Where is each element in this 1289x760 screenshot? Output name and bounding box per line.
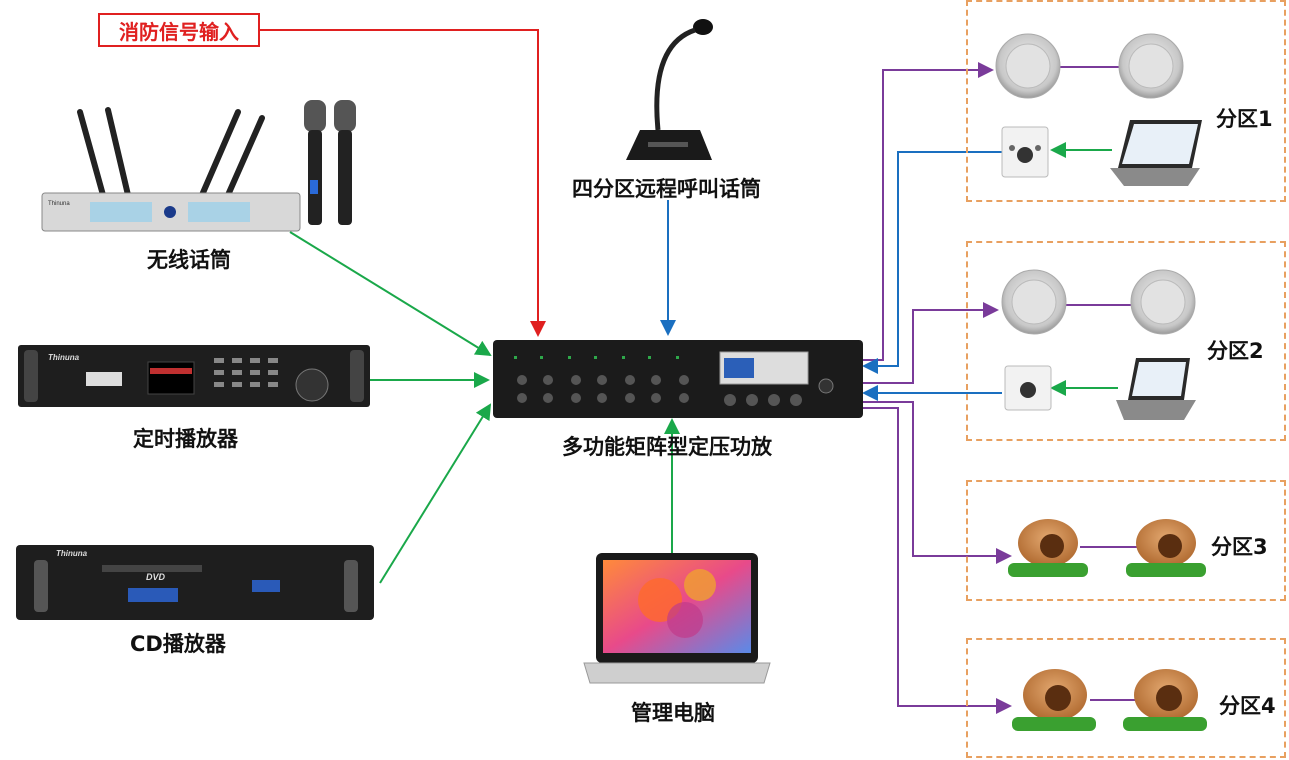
- zone1-control-line: [862, 151, 1002, 374]
- amplifier-label: 多功能矩阵型定压功放: [562, 435, 772, 459]
- zone4-box: [966, 638, 1286, 758]
- zone1-box: [966, 0, 1286, 202]
- zone4-label: 分区4: [1219, 694, 1276, 718]
- wireless-mic-line: [289, 231, 492, 357]
- svg-text:Thinuna: Thinuna: [56, 549, 88, 558]
- wireless-receiver-icon: Thinuna: [41, 107, 301, 232]
- zone3-rock-speaker-icon: [1008, 519, 1206, 577]
- paging-mic-icon: [626, 19, 713, 160]
- zone2-ceiling-speaker-icon: [1001, 269, 1196, 335]
- zone2-box: [966, 241, 1286, 441]
- matrix-amplifier-icon: [493, 340, 863, 418]
- handheld-mic-icon: [304, 100, 356, 225]
- laptop-icon: [583, 553, 771, 684]
- zone3-label: 分区3: [1211, 535, 1268, 559]
- zone2-laptop-icon: [1116, 358, 1196, 420]
- zone1-control-panel-icon: [1001, 126, 1049, 178]
- timer-player-icon: Thinuna: [18, 345, 370, 407]
- zone2-label: 分区2: [1207, 339, 1264, 363]
- zone2-control-panel-icon: [1004, 365, 1052, 411]
- fire-signal-label: 消防信号输入: [98, 13, 260, 47]
- zone1-ceiling-speaker-icon: [995, 33, 1184, 99]
- zone1-label: 分区1: [1216, 107, 1273, 131]
- cd-player-label: CD播放器: [130, 632, 226, 656]
- wireless-mic-label: 无线话筒: [147, 248, 231, 272]
- timer-player-label: 定时播放器: [133, 427, 238, 451]
- computer-label: 管理电脑: [631, 701, 715, 725]
- zone4-rock-speaker-icon: [1012, 669, 1207, 731]
- svg-text:DVD: DVD: [146, 572, 166, 582]
- fire-signal-line: [260, 29, 546, 337]
- zone3-speaker-line: [862, 401, 1012, 564]
- paging-mic-label: 四分区远程呼叫话筒: [572, 177, 761, 201]
- zone2-speaker-line: [862, 302, 999, 384]
- svg-text:Thinuna: Thinuna: [48, 201, 70, 207]
- cd-player-line: [379, 403, 492, 584]
- zone3-box: [966, 480, 1286, 601]
- zone1-laptop-icon: [1110, 120, 1202, 186]
- cd-player-icon: Thinuna DVD: [16, 545, 374, 620]
- zone4-speaker-line: [862, 407, 1012, 714]
- svg-text:Thinuna: Thinuna: [48, 353, 80, 362]
